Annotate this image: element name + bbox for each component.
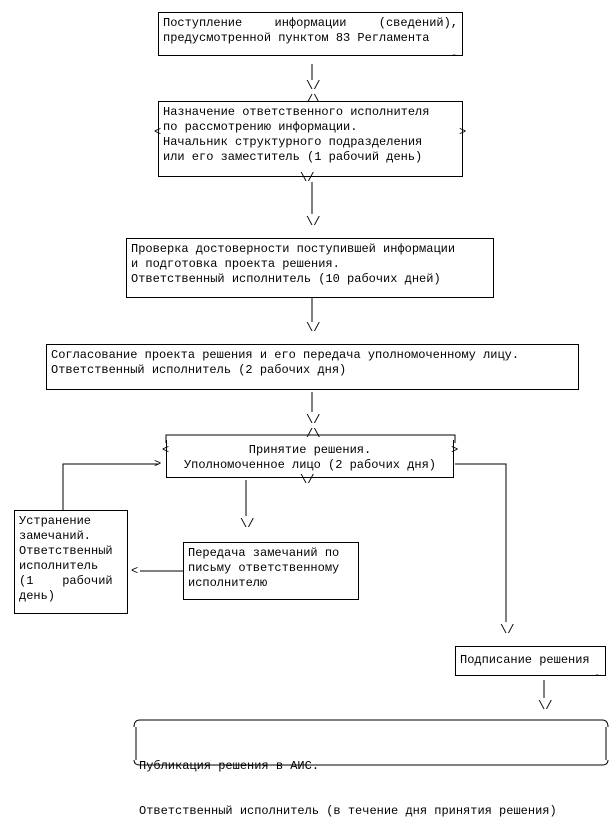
node-fix-line-4: исполнитель — [19, 559, 99, 573]
node-approve: Согласование проекта решения и его перед… — [46, 344, 579, 390]
node-publish-line-1: Публикация решения в АИС. — [139, 759, 320, 773]
arrow-down-5a: \/ — [300, 473, 315, 487]
arrow-down-3: \/ — [306, 321, 321, 335]
node-publish-line-2: Ответственный исполнитель (в течение дня… — [139, 804, 557, 818]
arrow-down-1: \/ — [306, 79, 321, 93]
node-fix-line-3: Ответственный — [19, 544, 113, 558]
node-decision-line-1: Принятие решения. — [248, 443, 372, 457]
node-decision: Принятие решения. Уполномоченное лицо (2… — [166, 440, 454, 478]
arrow-down-2a: \/ — [300, 171, 315, 185]
arrow-down-transfer: \/ — [240, 517, 255, 531]
arrow-down-publish: \/ — [538, 699, 553, 713]
bracket-left-decision: < — [162, 443, 170, 457]
node-receipt-line-1: Поступление информации (сведений), — [163, 16, 458, 30]
arrow-in-decision: > — [154, 457, 162, 471]
arrow-into-fix: < — [131, 564, 139, 578]
arrow-up-4: /\ — [306, 427, 321, 441]
bracket-left-assign: < — [154, 125, 162, 139]
node-assign-line-1: Назначение ответственного исполнителя — [163, 105, 430, 119]
node-fix: Устранение замечаний. Ответственный испо… — [14, 510, 128, 614]
node-sign-line-1: Подписание решения — [460, 653, 590, 667]
connector-lines — [62, 64, 545, 698]
bracket-right-assign: > — [459, 125, 467, 139]
node-transfer-line-2: письму ответственному — [188, 561, 340, 575]
bracket-right-decision: > — [451, 443, 459, 457]
node-receipt: Поступление информации (сведений), преду… — [158, 12, 463, 56]
node-verify-line-2: и подготовка проекта решения. — [131, 257, 340, 271]
node-fix-line-6: день) — [19, 589, 56, 603]
connector-fix-decision — [62, 463, 158, 510]
node-transfer: Передача замечаний по письму ответственн… — [183, 542, 359, 600]
node-transfer-line-1: Передача замечаний по — [188, 546, 340, 560]
arrow-down-2: \/ — [306, 215, 321, 229]
node-approve-line-2: Ответственный исполнитель (2 рабочих дня… — [51, 363, 347, 377]
arrow-down-sign: \/ — [500, 623, 515, 637]
node-fix-line-5: (1 рабочий — [19, 574, 113, 588]
node-publish: Публикация решения в АИС. Ответственный … — [139, 729, 557, 834]
tilde-receipt: ~ — [452, 51, 459, 63]
node-assign-line-3: Начальник структурного подразделения — [163, 135, 423, 149]
node-transfer-line-3: исполнителю — [188, 576, 268, 590]
arrow-down-4: \/ — [306, 413, 321, 427]
node-approve-line-1: Согласование проекта решения и его перед… — [51, 348, 520, 362]
node-fix-line-1: Устранение — [19, 514, 92, 528]
node-decision-line-2: Уполномоченное лицо (2 рабочих дня) — [183, 458, 437, 472]
node-receipt-line-2: предусмотренной пунктом 83 Регламента — [163, 31, 430, 45]
node-fix-line-2: замечаний. — [19, 529, 92, 543]
node-sign: Подписание решения — [455, 646, 606, 676]
node-assign-line-4: или его заместитель (1 рабочий день) — [163, 150, 423, 164]
node-assign: Назначение ответственного исполнителя по… — [158, 101, 463, 177]
publish-frame — [133, 719, 609, 766]
connector-decision-sign — [455, 463, 507, 622]
node-assign-line-2: по рассмотрению информации. — [163, 120, 358, 134]
decision-top-frame — [165, 434, 456, 443]
node-verify: Проверка достоверности поступившей инфор… — [126, 238, 494, 298]
tilde-sign: ~ — [595, 671, 602, 683]
node-verify-line-1: Проверка достоверности поступившей инфор… — [131, 242, 456, 256]
node-verify-line-3: Ответственный исполнитель (10 рабочих дн… — [131, 272, 441, 286]
